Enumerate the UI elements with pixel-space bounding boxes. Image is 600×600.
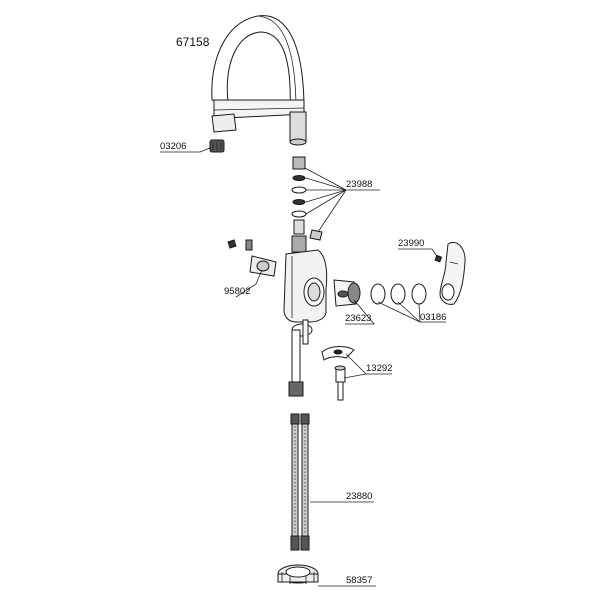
faucet-body	[283, 235, 328, 337]
handle-lever	[434, 242, 466, 305]
label-03186: 03186	[420, 312, 446, 323]
part-labels: 03206 23988 23990 95802 23623 03186 1329…	[160, 141, 446, 586]
cartridge-nut-rings	[370, 283, 427, 305]
supply-hoses	[290, 413, 310, 551]
mounting-nut	[277, 564, 319, 584]
mounting-hardware	[321, 346, 355, 401]
shank-tube	[288, 319, 309, 397]
model-number: 67158	[176, 35, 210, 49]
label-03206: 03206	[160, 141, 186, 152]
label-23623: 23623	[345, 313, 371, 324]
label-23990: 23990	[398, 238, 424, 249]
spout	[211, 15, 307, 146]
diverter	[227, 239, 277, 277]
label-58357: 58357	[346, 575, 372, 586]
leader-lines	[160, 147, 446, 587]
label-13292: 13292	[366, 363, 392, 374]
aerator	[209, 139, 225, 153]
label-95802: 95802	[224, 286, 250, 297]
label-23880: 23880	[346, 491, 372, 502]
label-23988: 23988	[346, 179, 372, 190]
cartridge	[333, 279, 361, 307]
